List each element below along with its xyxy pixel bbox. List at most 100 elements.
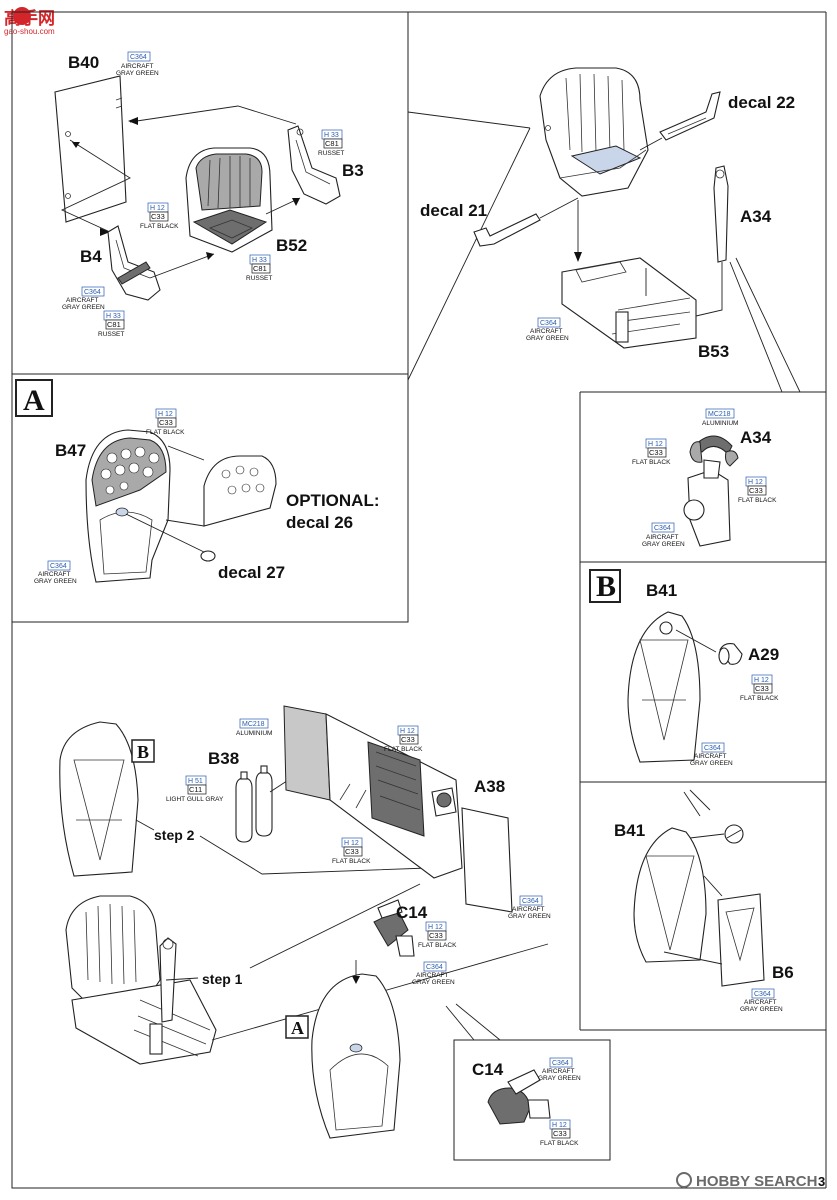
group-final-assembly: B step 2 B38 H 51 C11 LIGHT GULL GRAY MC… [59,705,581,1147]
part-b38 [235,765,273,843]
svg-text:LIGHT GULL GRAY: LIGHT GULL GRAY [166,796,224,803]
svg-text:H 12: H 12 [150,205,165,212]
svg-text:H 12: H 12 [158,411,173,418]
svg-text:H 33: H 33 [324,132,339,139]
svg-text:AIRCRAFT: AIRCRAFT [512,906,545,913]
svg-text:C11: C11 [189,785,202,794]
svg-text:MC218: MC218 [708,411,731,418]
svg-text:H 12: H 12 [400,728,415,735]
part-b41-b [633,827,707,963]
label-decal26: decal 26 [286,513,353,532]
svg-text:H 33: H 33 [106,313,121,320]
panel-frames [11,11,827,1189]
section-b-marker: B [137,742,149,762]
section-b-letter: B [596,570,616,603]
group-b41-b6: B41 B6 C364 AIRCRAFT GRAY GREEN [614,789,794,1013]
svg-text:C364: C364 [426,964,443,971]
svg-text:GRAY GREEN: GRAY GREEN [642,541,685,548]
svg-text:FLAT BLACK: FLAT BLACK [384,746,423,753]
svg-text:GRAY GREEN: GRAY GREEN [62,304,105,311]
seat-step1-drawing [65,895,161,1013]
svg-text:FLAT BLACK: FLAT BLACK [738,497,777,504]
svg-text:AIRCRAFT: AIRCRAFT [744,999,777,1006]
svg-text:C364: C364 [654,525,671,532]
svg-text:ALUMINIUM: ALUMINIUM [236,730,272,737]
svg-text:AIRCRAFT: AIRCRAFT [38,571,71,578]
svg-text:FLAT BLACK: FLAT BLACK [332,858,371,865]
svg-text:C364: C364 [704,745,721,752]
svg-text:C33: C33 [749,486,763,495]
label-a29: A29 [748,645,779,664]
svg-text:C364: C364 [552,1060,569,1067]
section-a: A B47 H 12 C33 FLAT BLACK C364 AIRCRAFT … [15,379,380,585]
svg-text:GRAY GREEN: GRAY GREEN [34,578,77,585]
svg-text:C364: C364 [754,991,771,998]
svg-text:AIRCRAFT: AIRCRAFT [646,534,679,541]
label-b52: B52 [276,236,307,255]
part-b53 [561,257,697,349]
footer: HOBBY SEARCH 3 [676,1172,825,1190]
watermark-site: gao-shou.com [4,27,55,36]
label-b41-b: B41 [614,821,645,840]
section-a-marker: A [291,1018,304,1038]
svg-text:C33: C33 [649,448,663,457]
part-b41-a [627,611,701,763]
watermark-logo-text: 高手网 [4,8,55,28]
svg-text:AIRCRAFT: AIRCRAFT [121,63,154,70]
svg-text:FLAT BLACK: FLAT BLACK [146,429,185,436]
section-b: B B41 A29 H 12 C33 FLAT BLACK C364 AIRCR… [589,569,779,767]
part-b6 [717,893,765,987]
svg-text:H 12: H 12 [648,441,663,448]
label-b6: B6 [772,963,794,982]
bulkhead-a-drawing [311,973,401,1139]
svg-text:C364: C364 [130,54,147,61]
svg-text:GRAY GREEN: GRAY GREEN [116,70,159,77]
svg-text:AIRCRAFT: AIRCRAFT [66,297,99,304]
panel-a34-detail: A34 MC218 ALUMINIUM H 12 C33 FLAT BLACK … [632,408,777,548]
svg-text:C364: C364 [522,898,539,905]
svg-text:C33: C33 [401,735,415,744]
svg-text:FLAT BLACK: FLAT BLACK [632,459,671,466]
watermark-hobby-search: HOBBY SEARCH [696,1173,817,1190]
svg-text:H 12: H 12 [428,924,443,931]
svg-text:C364: C364 [50,563,67,570]
svg-text:GRAY GREEN: GRAY GREEN [538,1075,581,1082]
part-b40 [54,75,127,223]
label-a34-top: A34 [740,207,772,226]
svg-text:FLAT BLACK: FLAT BLACK [540,1140,579,1147]
label-optional: OPTIONAL: [286,491,380,510]
svg-text:GRAY GREEN: GRAY GREEN [526,335,569,342]
svg-text:RUSSET: RUSSET [98,331,124,338]
c14-detail-box: C14 C364 AIRCRAFT GRAY GREEN H 12 C33 FL… [472,1057,581,1147]
hobby-search-logo-icon [676,1172,692,1188]
label-b4: B4 [80,247,102,266]
svg-text:C33: C33 [151,212,165,221]
svg-text:AIRCRAFT: AIRCRAFT [694,753,727,760]
svg-text:RUSSET: RUSSET [318,150,344,157]
page-number: 3 [818,1174,825,1189]
svg-text:H 51: H 51 [188,778,203,785]
section-a-letter: A [23,384,45,417]
svg-text:FLAT BLACK: FLAT BLACK [740,695,779,702]
svg-text:ALUMINIUM: ALUMINIUM [702,420,738,427]
part-a34-top [713,165,729,263]
svg-text:FLAT BLACK: FLAT BLACK [140,223,179,230]
label-step1: step 1 [202,971,243,987]
svg-text:C81: C81 [325,139,339,148]
group-seat-parts: B40 C364 AIRCRAFT GRAY GREEN B52 H 12 C3… [54,51,364,338]
svg-text:AIRCRAFT: AIRCRAFT [542,1068,575,1075]
label-decal21: decal 21 [420,201,487,220]
label-b41-a: B41 [646,581,677,600]
svg-text:C33: C33 [429,931,443,940]
svg-text:C33: C33 [553,1129,567,1138]
label-a34-detail: A34 [740,428,772,447]
label-c14-detail: C14 [472,1060,504,1079]
label-b53: B53 [698,342,729,361]
label-b40: B40 [68,53,99,72]
svg-text:GRAY GREEN: GRAY GREEN [412,979,455,986]
label-c14-main: C14 [396,903,428,922]
svg-text:GRAY GREEN: GRAY GREEN [740,1006,783,1013]
svg-text:C33: C33 [345,847,359,856]
svg-text:H 12: H 12 [552,1122,567,1129]
